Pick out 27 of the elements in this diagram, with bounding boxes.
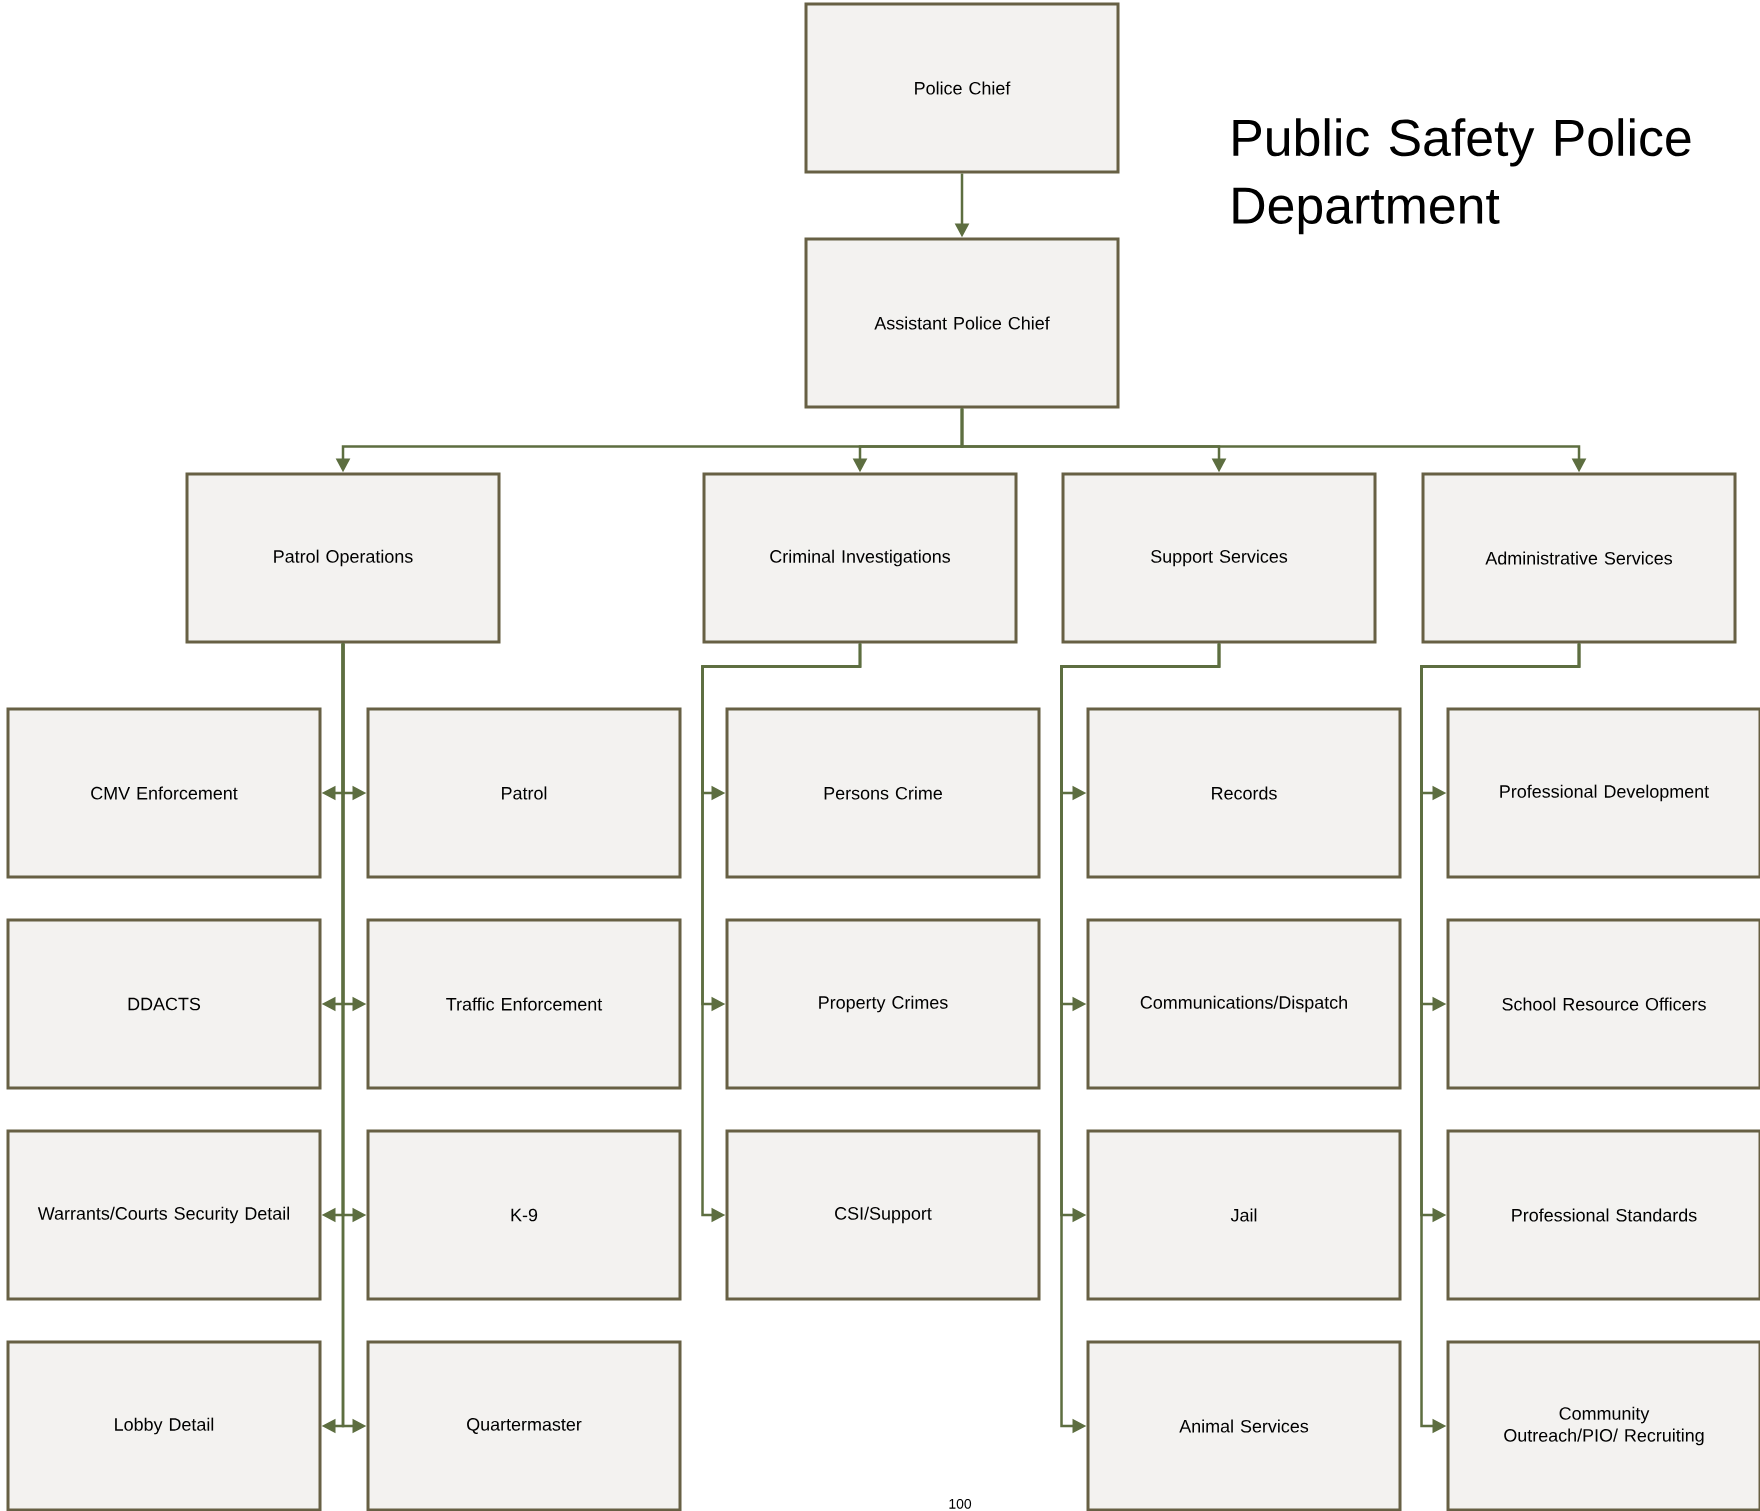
page-number: 100 [949,1498,972,1509]
org-box: K-9 [366,1129,682,1301]
org-box: Professional Standards [1446,1129,1760,1301]
org-box: Administrative Services [1421,472,1737,644]
org-box: Patrol Operations [185,472,501,644]
org-box: Records [1086,707,1402,879]
org-box: Traffic Enforcement [366,918,682,1090]
org-box: Police Chief [804,2,1120,174]
org-box: Property Crimes [725,918,1041,1090]
org-box: School Resource Officers [1446,918,1760,1090]
org-box: Patrol [366,707,682,879]
org-box: Professional Development [1446,707,1760,879]
org-box: Animal Services [1086,1340,1402,1511]
org-box: Community Outreach/PIO/ Recruiting [1446,1340,1760,1511]
org-box: Warrants/Courts Security Detail [6,1129,322,1301]
org-box: Criminal Investigations [702,472,1018,644]
org-box: Jail [1086,1129,1402,1301]
org-box: DDACTS [6,918,322,1090]
org-box: Quartermaster [366,1340,682,1511]
org-box: Communications/Dispatch [1086,918,1402,1090]
title: Public Safety Police Department [1233,118,1691,235]
org-box: Lobby Detail [6,1340,322,1511]
org-box: Support Services [1061,472,1377,644]
org-box: Persons Crime [725,707,1041,879]
org-box: CSI/Support [725,1129,1041,1301]
org-box: Assistant Police Chief [804,237,1120,409]
org-box: CMV Enforcement [6,707,322,879]
